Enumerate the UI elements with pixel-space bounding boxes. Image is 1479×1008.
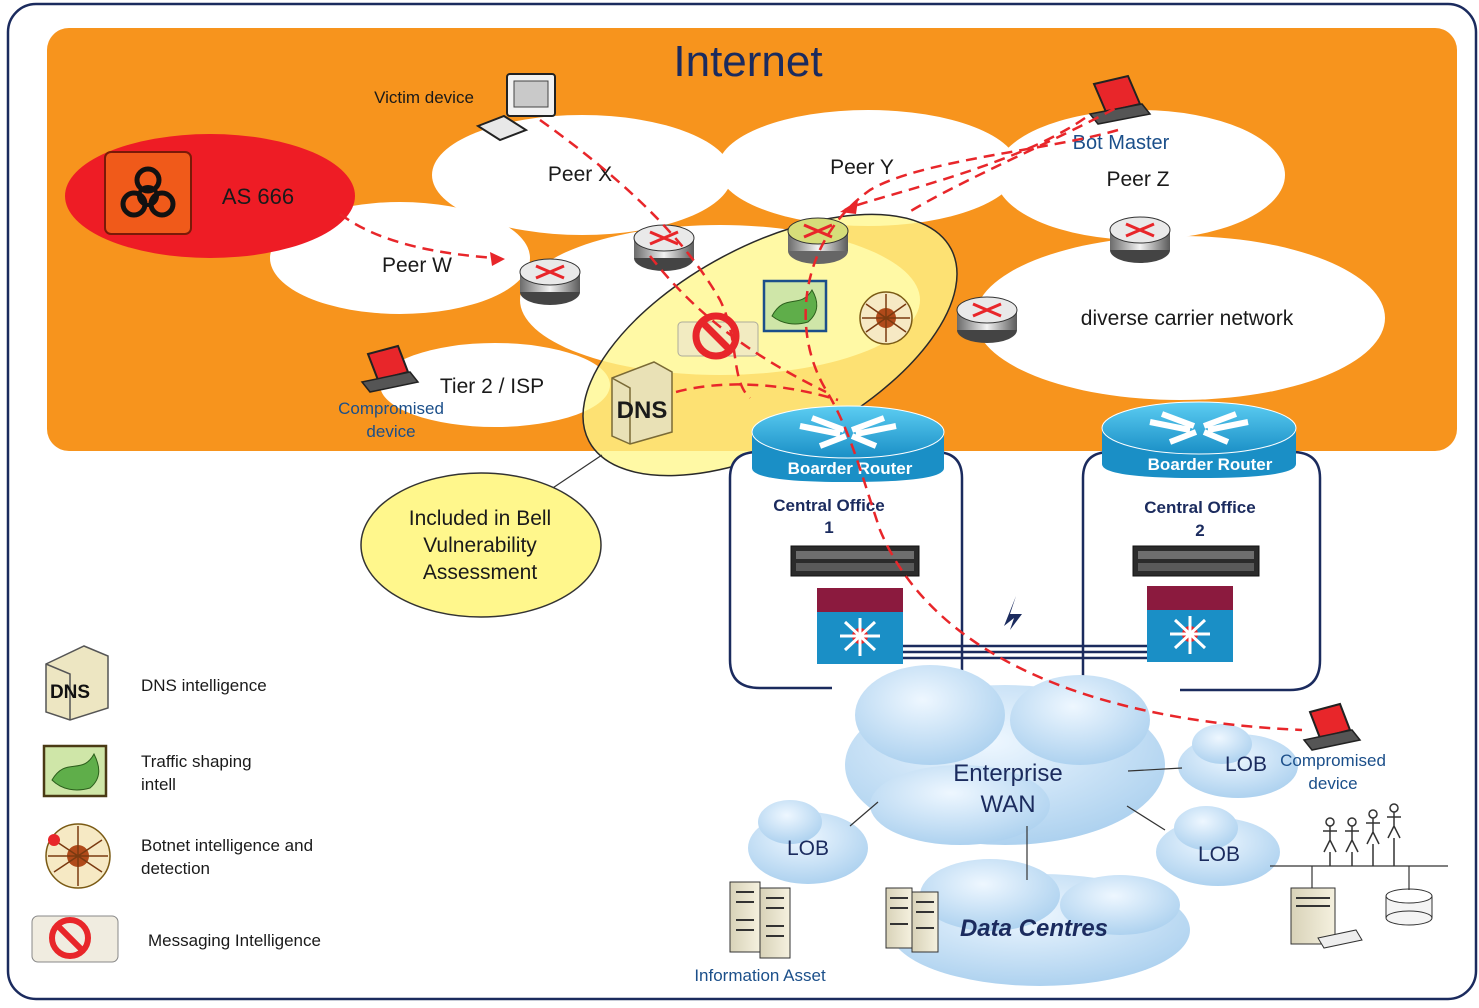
users-group-icon <box>1323 803 1401 866</box>
central-office-2-label: Central Office <box>1144 498 1255 517</box>
data-centres-label: Data Centres <box>960 915 1108 942</box>
border-router-1-label: Boarder Router <box>788 459 913 478</box>
legend-label-botnet-2: detection <box>141 859 210 878</box>
legend-label-dns: DNS intelligence <box>141 676 267 695</box>
attack-arrowheads <box>490 200 858 266</box>
rack-unit-1-icon <box>790 545 920 577</box>
legend-no-messaging-icon <box>31 915 119 963</box>
dns-badge-label: DNS <box>617 397 668 424</box>
legend-label-botnet-1: Botnet intelligence and <box>141 836 313 855</box>
bell-callout-text-2: Vulnerability <box>423 534 537 557</box>
compromised-laptop-icon <box>360 344 420 393</box>
diverse-carrier-label: diverse carrier network <box>1081 307 1294 330</box>
peer-y-label: Peer Y <box>830 156 894 179</box>
compromised-device-2-label: Compromised <box>1280 751 1386 770</box>
router-icons <box>519 216 1171 343</box>
workstation-icon <box>1290 887 1363 949</box>
rack-unit-2-icon <box>1132 545 1260 577</box>
bot-master-label: Bot Master <box>1073 132 1170 154</box>
botnet-icon <box>859 291 913 345</box>
as666-label: AS 666 <box>222 184 294 209</box>
traffic-shaping-icon <box>762 279 828 333</box>
lightning-link-icon <box>1004 596 1022 630</box>
enterprise-wan-label-1: Enterprise <box>953 760 1062 787</box>
legend: DNS DNS intelligence Traffic shaping int… <box>31 645 321 963</box>
compromised-device-label-1: Compromised <box>338 399 444 418</box>
wan-connectors <box>849 767 1448 880</box>
border-router-2-icon <box>1101 401 1297 478</box>
compromised-laptop-2-icon <box>1302 702 1362 751</box>
victim-device-label: Victim device <box>374 88 474 107</box>
border-router-2-label: Boarder Router <box>1148 455 1273 474</box>
inter-office-link <box>903 644 1147 660</box>
information-asset-label: Information Asset <box>694 966 826 985</box>
dns-server-icon <box>611 361 673 445</box>
no-messaging-icon <box>677 312 759 360</box>
central-office-1-number: 1 <box>824 518 833 537</box>
biohazard-icon <box>104 151 192 235</box>
lob-2-label: LOB <box>1225 753 1267 776</box>
lob-cloud-2 <box>1178 724 1298 798</box>
legend-label-messaging: Messaging Intelligence <box>148 931 321 950</box>
data-centre-server-icon <box>885 887 939 953</box>
peer-w-label: Peer W <box>382 254 452 277</box>
peer-x-label: Peer X <box>548 163 612 186</box>
legend-dns-badge: DNS <box>50 682 90 703</box>
bell-callout-text-1: Included in Bell <box>409 507 551 530</box>
lob-1-label: LOB <box>787 837 829 860</box>
legend-dns-icon: DNS <box>45 645 109 721</box>
central-office-1-label: Central Office <box>773 496 884 515</box>
data-centres-cloud <box>890 859 1190 986</box>
bot-master-laptop-icon <box>1088 74 1152 125</box>
peer-z-label: Peer Z <box>1106 168 1169 191</box>
switch-2-icon <box>1147 586 1233 662</box>
central-office-2-number: 2 <box>1195 521 1204 540</box>
lob-cloud-3 <box>1156 806 1280 886</box>
legend-label-traffic-1: Traffic shaping <box>141 752 252 771</box>
compromised-device-2-label-b: device <box>1308 774 1357 793</box>
internet-title: Internet <box>673 37 822 86</box>
legend-botnet-icon <box>45 823 111 889</box>
switch-1-icon <box>817 588 903 664</box>
bell-callout-text-3: Assessment <box>423 561 538 584</box>
information-asset-server-icon <box>729 881 791 959</box>
compromised-device-label-1b: device <box>366 422 415 441</box>
lob-cloud-1 <box>748 800 868 884</box>
victim-computer-icon <box>475 73 556 142</box>
lob-3-label: LOB <box>1198 843 1240 866</box>
legend-label-traffic-2: intell <box>141 775 176 794</box>
bell-callout-bubble <box>360 472 602 618</box>
enterprise-wan-cloud <box>845 665 1165 845</box>
legend-traffic-map-icon <box>42 744 108 798</box>
database-icon <box>1385 888 1433 926</box>
enterprise-wan-label-2: WAN <box>980 791 1035 818</box>
tier2-label: Tier 2 / ISP <box>440 375 544 398</box>
